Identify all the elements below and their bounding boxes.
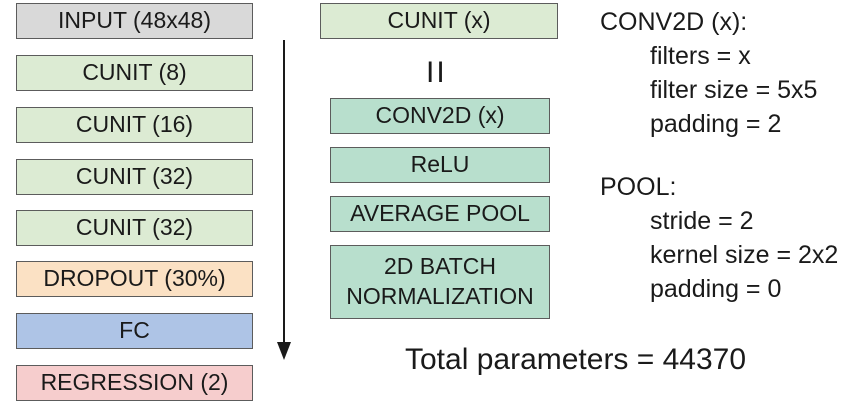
flow-arrow-head (277, 342, 291, 360)
conv2d-spec-filters: filters = x (650, 42, 751, 70)
op-batch-norm: 2D BATCH NORMALIZATION (330, 245, 550, 319)
conv2d-spec-filter-size: filter size = 5x5 (650, 76, 818, 104)
pool-spec-title: POOL: (600, 173, 677, 201)
conv2d-spec: CONV2D (x): filters = x filter size = 5x… (600, 5, 817, 141)
conv2d-spec-title: CONV2D (x): (600, 8, 748, 36)
layer-cunit-32a: CUNIT (32) (16, 159, 253, 195)
layer-cunit-8: CUNIT (8) (16, 55, 253, 91)
total-parameters: Total parameters = 44370 (405, 343, 747, 376)
layer-input: INPUT (48x48) (16, 3, 253, 39)
equals-sign: II (426, 56, 447, 89)
conv2d-spec-padding: padding = 2 (650, 110, 782, 138)
cunit-title: CUNIT (x) (320, 3, 558, 39)
op-average-pool: AVERAGE POOL (330, 196, 550, 232)
layer-dropout: DROPOUT (30%) (16, 261, 253, 297)
op-relu: ReLU (330, 147, 550, 183)
pool-spec: POOL: stride = 2 kernel size = 2x2 paddi… (600, 170, 838, 306)
flow-arrow (277, 40, 291, 360)
layer-fc: FC (16, 313, 253, 349)
pool-spec-padding: padding = 0 (650, 275, 782, 303)
op-conv2d: CONV2D (x) (330, 98, 550, 134)
layer-cunit-16: CUNIT (16) (16, 107, 253, 143)
layer-regression: REGRESSION (2) (16, 365, 253, 401)
layer-cunit-32b: CUNIT (32) (16, 210, 253, 246)
pool-spec-stride: stride = 2 (650, 207, 754, 235)
pool-spec-kernel-size: kernel size = 2x2 (650, 241, 839, 269)
